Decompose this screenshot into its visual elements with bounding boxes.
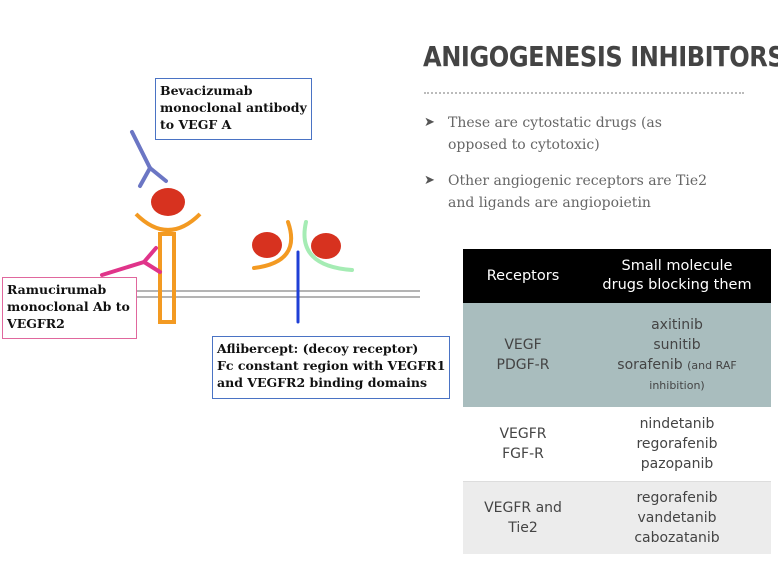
header-line: Small molecule [621, 258, 733, 274]
drug-name: regorafenib [636, 490, 718, 506]
aflibercept-vegf-right-circle [311, 233, 341, 259]
callout-line: monoclonal Ab to [7, 299, 130, 314]
callout-line: to VEGF A [160, 117, 232, 132]
drug-note: (and RAF [687, 358, 737, 372]
bullet-line: opposed to cytotoxic) [448, 137, 600, 153]
bevacizumab-antibody-icon [130, 130, 168, 188]
slide-title: ANIGOGENESIS INHIBITORS [423, 40, 778, 73]
drugs-cell: regorafenib vandetanib cabozatanib [583, 481, 771, 554]
drug-name: vandetanib [637, 510, 717, 526]
receptor-cell: VEGFR FGF-R [463, 407, 583, 482]
table-row: VEGFR and Tie2 regorafenib vandetanib ca… [463, 481, 771, 554]
drugs-cell: nindetanib regorafenib pazopanib [583, 407, 771, 482]
bevacizumab-callout: Bevacizumab monoclonal antibody to VEGF … [155, 78, 312, 140]
table-row: VEGFR FGF-R nindetanib regorafenib pazop… [463, 407, 771, 482]
drug-name-with-note: sorafenib (and RAF [583, 355, 771, 376]
drug-note: inhibition) [649, 378, 705, 392]
drugs-cell: axitinib sunitib sorafenib (and RAF inhi… [583, 303, 771, 407]
aflibercept-callout: Aflibercept: (decoy receptor) Fc constan… [212, 336, 450, 399]
callout-line: Bevacizumab [160, 83, 253, 98]
drug-table: Receptors Small molecule drugs blocking … [463, 249, 771, 554]
callout-line: and VEGFR2 binding domains [217, 375, 428, 390]
receptor-line: VEGF [504, 337, 542, 353]
receptor-cell: VEGFR and Tie2 [463, 481, 583, 554]
header-drugs: Small molecule drugs blocking them [583, 249, 771, 303]
drug-name: sorafenib [617, 356, 683, 373]
drug-name: pazopanib [640, 456, 714, 472]
aflibercept-vegf-left-circle [252, 232, 282, 258]
bullet-line: Other angiogenic receptors are Tie2 [448, 173, 708, 189]
callout-line: Fc constant region with VEGFR1 [217, 358, 446, 373]
ramucirumab-antibody-icon [100, 246, 162, 277]
bullet-item: ➤ Other angiogenic receptors are Tie2 an… [424, 170, 744, 214]
receptor-line: FGF-R [502, 446, 544, 462]
bullet-item: ➤ These are cytostatic drugs (as opposed… [424, 112, 744, 156]
callout-line: monoclonal antibody [160, 100, 307, 115]
ramucirumab-callout: Ramucirumab monoclonal Ab to VEGFR2 [2, 277, 137, 339]
bullet-list: ➤ These are cytostatic drugs (as opposed… [424, 112, 744, 228]
drug-name: cabozatanib [634, 530, 720, 546]
arrow-bullet-icon: ➤ [424, 173, 435, 188]
header-receptors: Receptors [463, 249, 583, 303]
receptor-line: VEGFR [499, 426, 547, 442]
bullet-line: and ligands are angiopoietin [448, 195, 651, 211]
vegfr2-receptor-icon [134, 212, 202, 324]
aflibercept-decoy-icon [252, 220, 354, 324]
drug-name: axitinib [651, 316, 703, 333]
bullet-line: These are cytostatic drugs (as [448, 115, 662, 131]
arrow-bullet-icon: ➤ [424, 115, 435, 130]
callout-line: Ramucirumab [7, 282, 107, 297]
drug-name: nindetanib [639, 416, 715, 432]
receptor-line: PDGF-R [496, 357, 550, 373]
callout-line: Aflibercept: (decoy receptor) [217, 341, 419, 356]
header-line: drugs blocking them [602, 277, 752, 293]
table-row: VEGF PDGF-R axitinib sunitib sorafenib (… [463, 303, 771, 407]
table-header-row: Receptors Small molecule drugs blocking … [463, 249, 771, 303]
receptor-cell: VEGF PDGF-R [463, 303, 583, 407]
title-divider [424, 92, 744, 94]
receptor-line: VEGFR and [484, 500, 562, 516]
receptor-line: Tie2 [508, 520, 538, 536]
vegf-ligand-circle [151, 188, 185, 216]
callout-line: VEGFR2 [7, 316, 65, 331]
drug-name: sunitib [653, 336, 701, 353]
drug-name: regorafenib [636, 436, 718, 452]
